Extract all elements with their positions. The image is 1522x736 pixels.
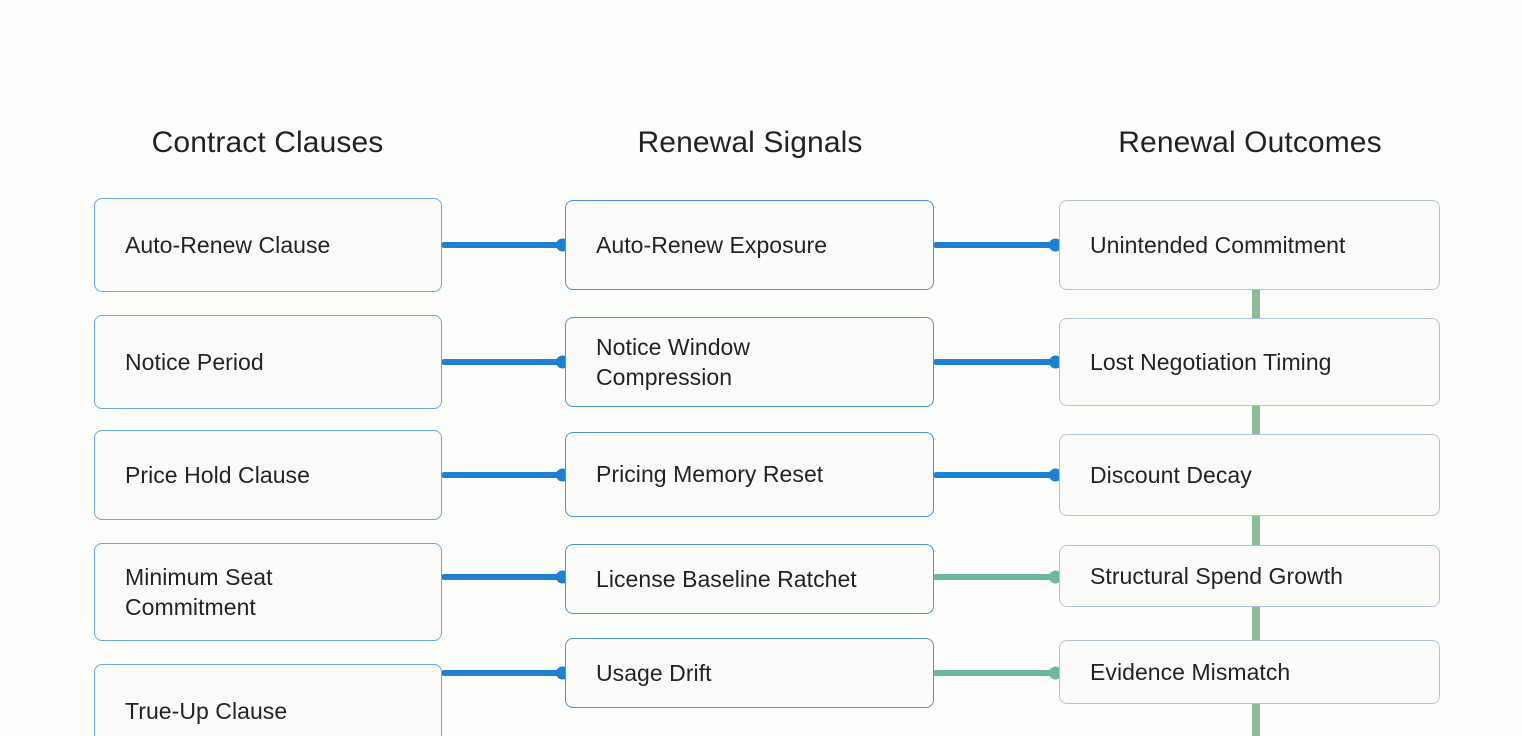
edge-endpoint-dot-icon xyxy=(1049,238,1062,252)
edge-endpoint-dot-icon xyxy=(1049,570,1062,584)
edge-endpoint-dot-icon xyxy=(1049,666,1062,680)
node-notice-period[interactable]: Notice Period xyxy=(94,315,442,409)
node-label: Unintended Commitment xyxy=(1090,231,1346,258)
node-price-hold-clause[interactable]: Price Hold Clause xyxy=(94,430,442,520)
node-auto-renew-clause[interactable]: Auto-Renew Clause xyxy=(94,198,442,292)
edge-true-up-to-usage-drift xyxy=(441,666,569,680)
column-heading-renewal-signals: Renewal Signals xyxy=(637,126,863,159)
node-true-up-clause[interactable]: True-Up Clause xyxy=(94,664,442,736)
node-evidence-mismatch[interactable]: Evidence Mismatch xyxy=(1059,640,1440,704)
edge-exposure-to-unintended-commitment xyxy=(933,238,1062,252)
node-license-baseline-ratchet[interactable]: License Baseline Ratchet xyxy=(565,544,934,614)
edge-auto-renew-clause-to-exposure xyxy=(441,238,569,252)
node-lost-negotiation-timing[interactable]: Lost Negotiation Timing xyxy=(1059,318,1440,406)
edge-endpoint-dot-icon xyxy=(1049,468,1062,482)
node-label: Minimum Seat Commitment xyxy=(125,563,273,620)
node-pricing-memory-reset[interactable]: Pricing Memory Reset xyxy=(565,432,934,517)
node-label: License Baseline Ratchet xyxy=(596,565,857,592)
node-structural-spend-growth[interactable]: Structural Spend Growth xyxy=(1059,545,1440,607)
edge-usage-drift-to-evidence-mismatch xyxy=(933,666,1062,680)
node-label: Lost Negotiation Timing xyxy=(1090,348,1332,375)
node-label: Price Hold Clause xyxy=(125,461,310,488)
node-label: Usage Drift xyxy=(596,659,712,686)
node-label: True-Up Clause xyxy=(125,697,288,724)
node-notice-window-compression[interactable]: Notice Window Compression xyxy=(565,317,934,407)
edge-notice-window-to-lost-negotiation xyxy=(933,355,1062,369)
edge-price-hold-to-pricing-memory xyxy=(441,468,569,482)
node-label: Evidence Mismatch xyxy=(1090,658,1291,685)
edge-min-seat-to-license-baseline xyxy=(441,570,569,584)
edge-license-baseline-to-structural-spend xyxy=(933,570,1062,584)
node-label: Pricing Memory Reset xyxy=(596,461,824,488)
node-label: Notice Period xyxy=(125,348,264,375)
column-heading-contract-clauses: Contract Clauses xyxy=(151,126,384,159)
node-label: Notice Window Compression xyxy=(596,333,751,390)
node-label: Auto-Renew Exposure xyxy=(596,231,828,258)
node-usage-drift[interactable]: Usage Drift xyxy=(565,638,934,708)
edge-notice-period-to-notice-window xyxy=(441,355,569,369)
edge-endpoint-dot-icon xyxy=(1049,355,1062,369)
node-minimum-seat-commitment[interactable]: Minimum Seat Commitment xyxy=(94,543,442,641)
edge-pricing-memory-to-discount-decay xyxy=(933,468,1062,482)
node-label: Discount Decay xyxy=(1090,461,1252,488)
column-heading-renewal-outcomes: Renewal Outcomes xyxy=(1118,126,1382,159)
node-label: Auto-Renew Clause xyxy=(125,231,331,258)
node-label: Structural Spend Growth xyxy=(1090,562,1343,589)
node-unintended-commitment[interactable]: Unintended Commitment xyxy=(1059,200,1440,290)
node-discount-decay[interactable]: Discount Decay xyxy=(1059,434,1440,516)
node-auto-renew-exposure[interactable]: Auto-Renew Exposure xyxy=(565,200,934,290)
